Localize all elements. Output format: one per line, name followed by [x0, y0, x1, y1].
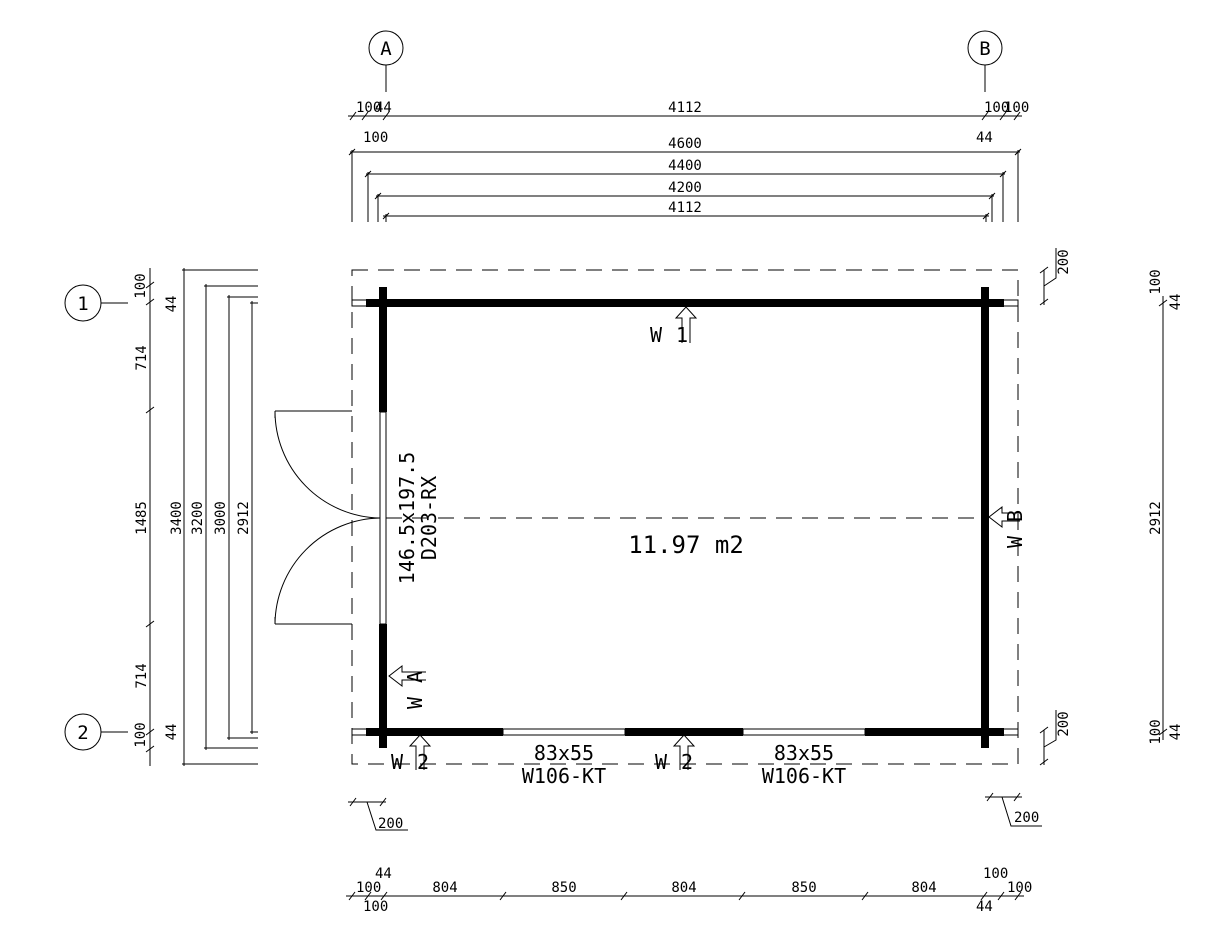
door-swing-upper [274, 410, 381, 519]
dim-bottom-44-top: 44 [375, 866, 392, 882]
dim-bottom-44-below: 44 [976, 899, 993, 915]
dim-top-44-below: 44 [976, 130, 993, 146]
bottom-dimension-chain: 44 100 804 850 804 850 804 100 100 100 4… [346, 866, 1032, 915]
wall-tag-wa: WA [403, 657, 427, 709]
wall-tag-w1: W1 [650, 323, 702, 347]
dim-top-4112-inner: 4112 [668, 200, 702, 216]
overhang-label-bottom-left: 200 [378, 816, 403, 832]
dim-bottom-100-right: 100 [1007, 880, 1032, 896]
dim-top-100: 100 [356, 100, 381, 116]
dim-right-44-lower: 44 [1168, 724, 1184, 741]
dim-left-3000: 3000 [213, 501, 229, 535]
grid-marker-1: 1 [64, 284, 128, 322]
wall-tag-arrows [388, 306, 1020, 770]
dim-top-4200: 4200 [668, 180, 702, 196]
door-swing-lower [274, 517, 381, 625]
grid-marker-b: B [967, 30, 1003, 92]
walls [351, 287, 1019, 748]
arrow-up-icon [672, 734, 696, 770]
dim-top-100-right-2: 100 [1004, 100, 1029, 116]
top-dimension-stack: 4600 4400 4200 4112 [348, 136, 1022, 222]
grid-marker-2: 2 [64, 713, 128, 751]
dim-top-100-right: 100 [984, 100, 1009, 116]
dim-top-100-below: 100 [363, 130, 388, 146]
window-2 [742, 728, 866, 736]
window-2-size-label: 83x55 [774, 741, 834, 765]
dim-right-2912: 2912 [1148, 501, 1164, 535]
room-area-label: 11.97 m2 [628, 531, 744, 559]
dim-bottom-804-1: 804 [432, 880, 457, 896]
arrow-left-icon [988, 505, 1020, 529]
dim-top-44: 44 [375, 100, 392, 116]
dim-bottom-804-2: 804 [671, 880, 696, 896]
grid-label-b: B [979, 38, 990, 60]
arrow-left-icon [388, 664, 426, 688]
double-door [274, 410, 387, 625]
grid-label-1: 1 [77, 293, 88, 315]
left-dimension-chain: 100 44 714 1485 714 44 100 [133, 268, 180, 766]
windows [502, 728, 866, 736]
overhang-label-bottom-right: 200 [1056, 711, 1072, 736]
dim-left-100: 100 [133, 273, 149, 298]
door-size-label: 146.5x197.5 [395, 452, 419, 584]
dim-left-714-lower: 714 [134, 663, 150, 688]
wall-tag-wb: WB [1003, 496, 1027, 548]
dim-top-4400: 4400 [668, 158, 702, 174]
overhang-bottom-right-2: 200 [985, 792, 1042, 827]
dim-left-714: 714 [134, 345, 150, 370]
dim-bottom-850-1: 850 [551, 880, 576, 896]
wall-tag-w2-middle: W2 [655, 750, 707, 774]
dim-left-44: 44 [164, 296, 180, 313]
right-dimension-chain: 100 44 2912 100 44 [1148, 269, 1184, 744]
dim-bottom-100: 100 [356, 880, 381, 896]
dim-right-100: 100 [1148, 269, 1164, 294]
overhang-label-top-right: 200 [1056, 249, 1072, 274]
grid-label-a: A [380, 38, 392, 60]
door-code-label: D203-RX [417, 476, 441, 560]
window-1-size-label: 83x55 [534, 741, 594, 765]
dim-right-44: 44 [1168, 294, 1184, 311]
left-dimension-stack: 3400 3200 3000 2912 [169, 268, 258, 766]
dim-bottom-100-below: 100 [363, 899, 388, 915]
dim-bottom-804-3: 804 [911, 880, 936, 896]
arrow-up-icon [674, 306, 698, 343]
dim-bottom-100-top-right: 100 [983, 866, 1008, 882]
door-frame [379, 411, 387, 625]
dim-left-1485: 1485 [134, 501, 150, 535]
dim-bottom-850-2: 850 [791, 880, 816, 896]
dim-left-2912: 2912 [236, 501, 252, 535]
grid-marker-a: A [368, 30, 404, 92]
dim-top-4600: 4600 [668, 136, 702, 152]
roof-outline [351, 269, 1019, 765]
dim-right-100-lower: 100 [1148, 719, 1164, 744]
overhang-bottom-left: 200 [348, 797, 408, 832]
wall-tag-w2-left: W2 [391, 750, 443, 774]
window-1 [502, 728, 626, 736]
overhang-bottom-right: 200 [1039, 710, 1072, 766]
window-2-code-label: W106-KT [762, 764, 846, 788]
overhang-top-right: 200 [1039, 248, 1072, 306]
dim-left-44-lower: 44 [164, 724, 180, 741]
dim-top-4112: 4112 [668, 100, 702, 116]
dim-left-3400: 3400 [169, 501, 185, 535]
dim-left-3200: 3200 [190, 501, 206, 535]
window-1-code-label: W106-KT [522, 764, 606, 788]
top-dimension-row-1: 100 44 4112 100 100 100 44 [348, 100, 1029, 146]
overhang-label-bottom-right-2: 200 [1014, 810, 1039, 826]
arrow-up-icon [408, 734, 432, 770]
dim-left-100-lower: 100 [133, 722, 149, 747]
grid-label-2: 2 [77, 722, 88, 744]
